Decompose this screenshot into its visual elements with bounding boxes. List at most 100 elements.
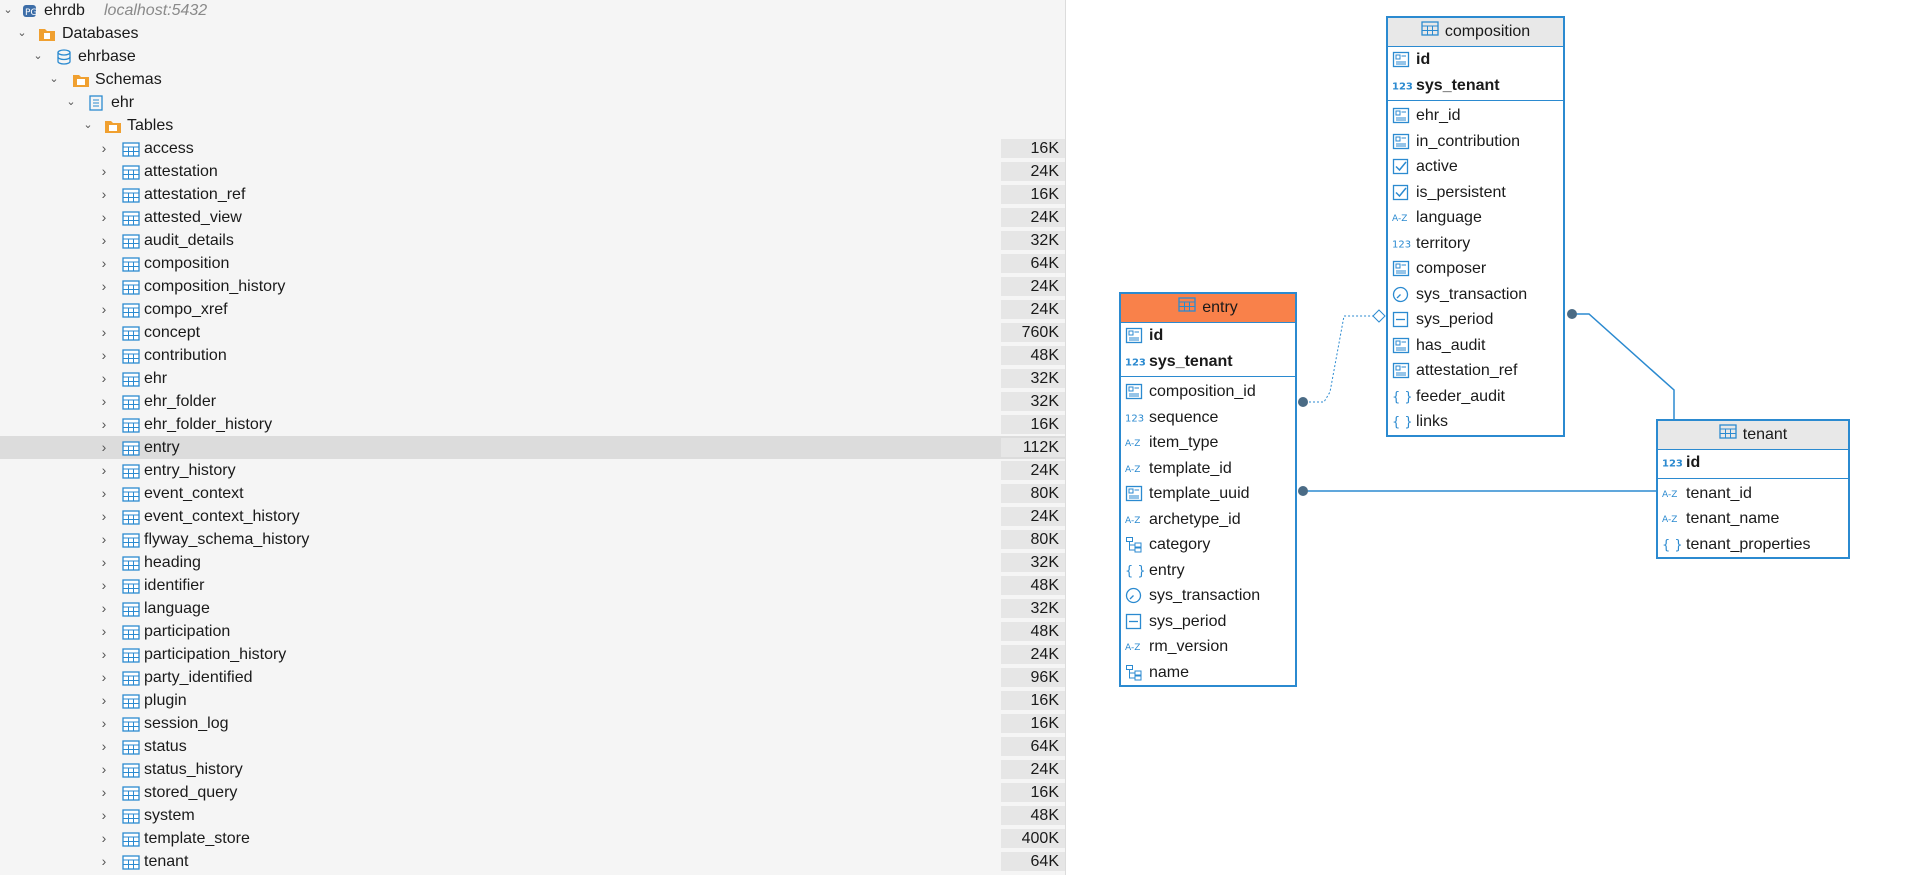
chevron-right-icon[interactable]: ›	[101, 462, 107, 478]
chevron-right-icon[interactable]: ›	[101, 623, 107, 639]
chevron-right-icon[interactable]: ›	[101, 853, 107, 869]
column[interactable]: { }feeder_audit	[1388, 384, 1563, 410]
tree-connection[interactable]: ⌄ PG ehrdb localhost:5432	[0, 0, 1065, 22]
chevron-right-icon[interactable]: ›	[101, 232, 107, 248]
column[interactable]: has_audit	[1388, 333, 1563, 359]
column[interactable]: ehr_id	[1388, 100, 1563, 129]
chevron-right-icon[interactable]: ›	[101, 738, 107, 754]
chevron-right-icon[interactable]: ›	[101, 508, 107, 524]
column[interactable]: in_contribution	[1388, 129, 1563, 155]
column[interactable]: sys_period	[1121, 609, 1295, 635]
column[interactable]: composition_id	[1121, 376, 1295, 405]
chevron-right-icon[interactable]: ›	[101, 600, 107, 616]
column[interactable]: attestation_ref	[1388, 358, 1563, 384]
column[interactable]: { }entry	[1121, 558, 1295, 584]
chevron-right-icon[interactable]: ›	[101, 761, 107, 777]
chevron-down-icon[interactable]: ⌄	[33, 50, 43, 62]
chevron-right-icon[interactable]: ›	[101, 807, 107, 823]
tree-database-ehrbase[interactable]: ⌄ ehrbase	[0, 45, 1065, 68]
column[interactable]: active	[1388, 154, 1563, 180]
chevron-right-icon[interactable]: ›	[101, 485, 107, 501]
chevron-right-icon[interactable]: ›	[101, 370, 107, 386]
chevron-down-icon[interactable]: ⌄	[17, 27, 27, 39]
chevron-down-icon[interactable]: ⌄	[83, 119, 93, 131]
entity-header[interactable]: composition	[1388, 18, 1563, 47]
chevron-right-icon[interactable]: ›	[101, 692, 107, 708]
chevron-right-icon[interactable]: ›	[101, 140, 107, 156]
chevron-right-icon[interactable]: ›	[101, 715, 107, 731]
chevron-right-icon[interactable]: ›	[101, 186, 107, 202]
tree-databases[interactable]: ⌄ Databases	[0, 22, 1065, 45]
chevron-right-icon[interactable]: ›	[101, 554, 107, 570]
chevron-right-icon[interactable]: ›	[101, 646, 107, 662]
column[interactable]: is_persistent	[1388, 180, 1563, 206]
key-column[interactable]: id	[1388, 47, 1563, 73]
column[interactable]: { }links	[1388, 409, 1563, 435]
column[interactable]: category	[1121, 532, 1295, 558]
chevron-right-icon[interactable]: ›	[101, 830, 107, 846]
column[interactable]: { }tenant_properties	[1658, 532, 1848, 558]
column[interactable]: sys_transaction	[1121, 583, 1295, 609]
column[interactable]: sys_transaction	[1388, 282, 1563, 308]
chevron-down-icon[interactable]: ⌄	[3, 4, 13, 16]
column[interactable]: template_uuid	[1121, 481, 1295, 507]
chevron-down-icon[interactable]: ⌄	[66, 96, 76, 108]
chevron-right-icon[interactable]: ›	[101, 784, 107, 800]
entity-header[interactable]: entry	[1121, 294, 1295, 323]
chevron-right-icon[interactable]: ›	[101, 577, 107, 593]
tree-schemas[interactable]: ⌄ Schemas	[0, 68, 1065, 91]
tree-tables[interactable]: ⌄ Tables	[0, 114, 1065, 137]
chevron-right-icon[interactable]: ›	[101, 278, 107, 294]
chevron-right-icon[interactable]: ›	[101, 301, 107, 317]
tree-schema-ehr[interactable]: ⌄ ehr	[0, 91, 1065, 114]
column[interactable]: sys_period	[1388, 307, 1563, 333]
chevron-right-icon[interactable]: ›	[101, 393, 107, 409]
chevron-right-icon[interactable]: ›	[101, 531, 107, 547]
entity-header[interactable]: tenant	[1658, 421, 1848, 450]
chevron-right-icon[interactable]: ›	[101, 347, 107, 363]
